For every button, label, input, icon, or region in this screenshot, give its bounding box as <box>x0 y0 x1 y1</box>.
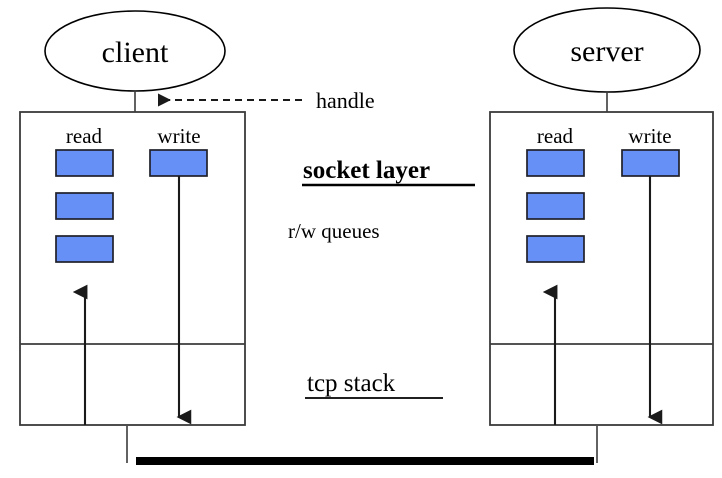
client-node[interactable]: client <box>44 10 226 92</box>
rw-queues-label: r/w queues <box>288 219 380 243</box>
server-panel: read write <box>489 111 714 426</box>
handle-label: handle <box>316 88 375 113</box>
server-read-queue-cell <box>526 192 585 220</box>
server-read-label: read <box>537 124 574 148</box>
client-read-queue-cell <box>55 235 114 263</box>
network-bar <box>136 457 594 465</box>
server-read-queue-cell <box>526 235 585 263</box>
socket-layer-label: socket layer <box>303 157 430 184</box>
server-write-label: write <box>628 124 671 148</box>
client-write-queue-cell <box>149 149 208 177</box>
client-write-label: write <box>157 124 200 148</box>
tcp-stack-label: tcp stack <box>307 370 396 397</box>
server-read-queue-cell <box>526 149 585 177</box>
server-node[interactable]: server <box>513 7 701 93</box>
client-read-queue-cell <box>55 149 114 177</box>
client-read-queue-cell <box>55 192 114 220</box>
client-read-label: read <box>66 124 103 148</box>
client-panel: read write <box>19 111 246 426</box>
server-label: server <box>570 35 643 68</box>
client-label: client <box>102 36 169 69</box>
client-panel-outline <box>19 111 246 426</box>
server-write-queue-cell <box>621 149 680 177</box>
